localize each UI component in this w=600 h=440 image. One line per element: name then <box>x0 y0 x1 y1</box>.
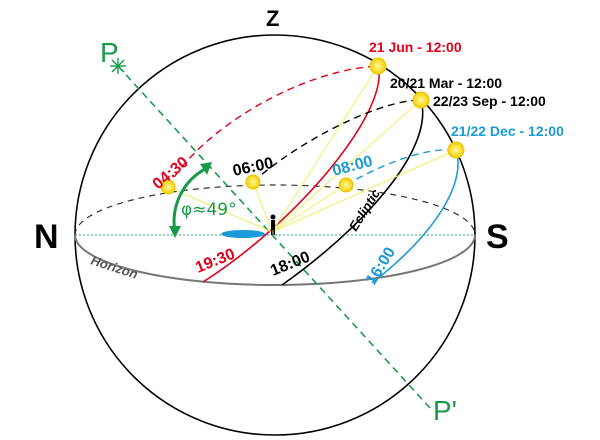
horizon-back-arc <box>74 184 476 236</box>
zenith-label: Z <box>266 6 279 31</box>
sun-icon-december-rise <box>338 177 354 193</box>
pole-label: P <box>100 37 119 68</box>
december-set-label: 16:00 <box>363 244 399 288</box>
sun-icon-june-noon <box>369 57 387 75</box>
equinox-path-back <box>252 99 422 183</box>
june-path-back <box>167 65 379 188</box>
sun-icon-equinox-noon <box>412 91 430 109</box>
observer-figure-icon <box>270 214 276 235</box>
latitude-arc-arrow <box>172 166 208 233</box>
equinox-set-label: 18:00 <box>268 249 312 280</box>
june-set-label: 19:30 <box>193 246 237 277</box>
north-label: N <box>34 218 59 256</box>
september-date-label: 22/23 Sep - 12:00 <box>433 93 546 109</box>
ecliptic-label: Ecliptic <box>346 186 384 234</box>
june-path-front <box>202 65 380 283</box>
latitude-label: φ≈49° <box>181 200 237 220</box>
polar-axis <box>117 65 431 409</box>
june-date-label: 21 Jun - 12:00 <box>369 39 462 55</box>
sun-rays <box>167 65 457 233</box>
south-label: S <box>486 218 509 256</box>
pole-star-icon <box>110 58 126 74</box>
december-date-label: 21/22 Dec - 12:00 <box>451 123 564 139</box>
pole-opposite-label: P' <box>433 395 457 426</box>
december-rise-label: 08:00 <box>331 153 375 180</box>
december-path-back <box>345 148 457 186</box>
sun-icon-june-rise <box>160 179 176 195</box>
sun-icon-equinox-rise <box>245 174 261 190</box>
horizon-front-arc <box>74 234 476 286</box>
equinox-path-front <box>281 99 424 286</box>
horizon-label: Horizon <box>89 253 140 282</box>
observer-shadow <box>221 230 265 238</box>
latitude-arrowhead-bottom <box>169 226 181 238</box>
latitude-arrowhead-top <box>200 162 212 175</box>
sun-icon-december-noon <box>447 141 465 159</box>
march-date-label: 20/21 Mar - 12:00 <box>390 75 502 91</box>
december-path-front <box>371 149 459 284</box>
